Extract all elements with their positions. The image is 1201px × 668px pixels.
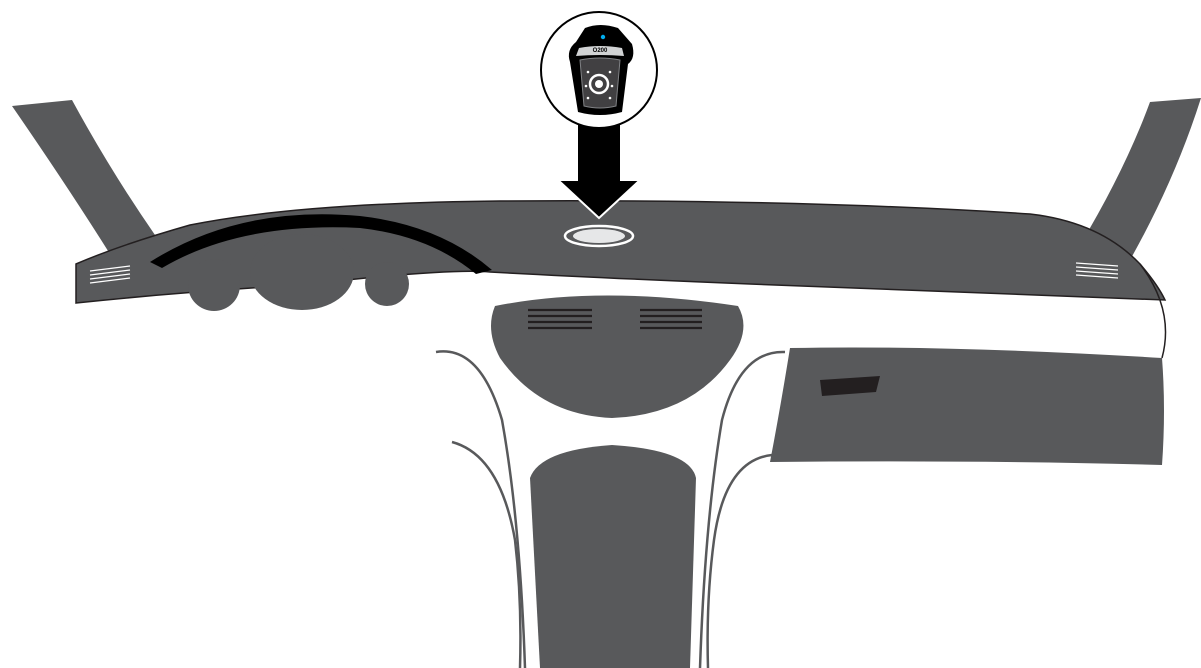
- device-callout-icon: O200: [541, 12, 657, 128]
- device-led: [601, 35, 605, 39]
- gauge-left: [188, 259, 240, 311]
- device-model-label: O200: [593, 48, 608, 54]
- console-curve-right-inner: [708, 455, 772, 668]
- console-curve-right-outer: [700, 352, 785, 668]
- gauge-center: [250, 234, 354, 310]
- mount-target-icon: [565, 226, 633, 246]
- left-a-pillar: [12, 100, 155, 262]
- glove-box-panel: [770, 347, 1164, 465]
- gauge-right: [365, 262, 409, 306]
- console-curve-left-outer: [436, 351, 525, 668]
- center-console-shield: [491, 296, 743, 419]
- center-stack-console: [530, 445, 696, 668]
